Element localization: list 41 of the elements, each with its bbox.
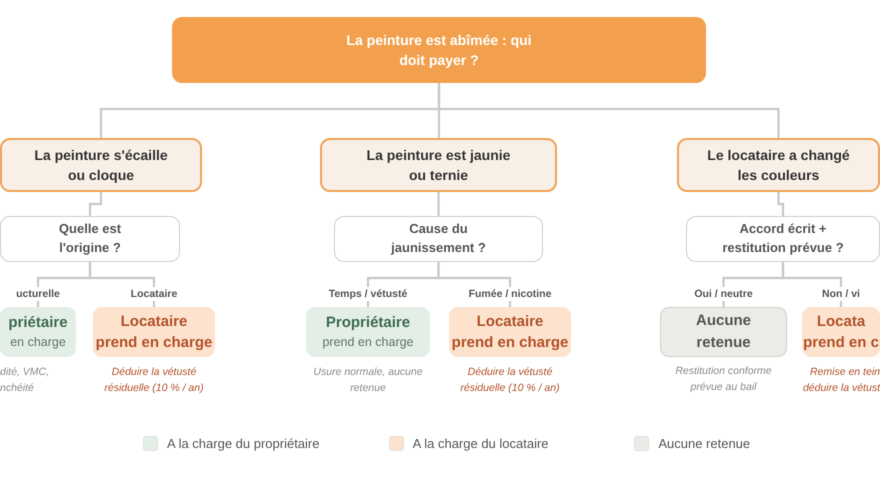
note-text: Restitution conforme prévue au bail [674,364,773,395]
node-title: Locataire [476,312,544,332]
title-box [172,17,706,83]
node-subtitle: prend en charge [322,334,414,352]
node-title: Propriétaire [326,313,410,334]
note-text: Déduire la vétusté résiduelle (10 % / an) [103,365,205,396]
node-subtitle: prend en charge [96,333,212,354]
node-title: Aucune retenue [694,311,752,353]
node-title: Le locataire a changé les couleurs [706,146,851,185]
node-title: Locata [816,312,866,332]
node-title: La peinture est abîmée : qui doit payer ? [345,30,533,70]
node-title: priétaire [8,313,68,334]
node-subtitle: prend en charge [452,333,568,354]
connector-line [88,192,102,216]
category-box [677,138,880,192]
question-box [686,216,880,262]
connector-line [437,262,512,307]
legend-text: Aucune retenue [658,436,750,451]
connector-line [438,83,780,138]
node-title: Cause du jaunissement ? [390,220,487,257]
note-text: Déduire la vétusté résiduelle (10 % / an) [459,365,561,396]
legend-text: A la charge du locataire [412,436,549,451]
node-title: Locataire [120,312,188,332]
category-box [0,138,202,192]
note-text: Usure normale, aucune retenue [312,365,424,396]
question-box [0,216,180,262]
connector-line [777,192,784,216]
question-box [334,216,543,262]
node-title: Quelle est l'origine ? [58,220,122,257]
note-text: dité, VMC, nchéité [0,365,50,396]
category-box [320,138,557,192]
connector-line [437,192,440,216]
connector-line [782,262,842,307]
legend-text: A la charge du propriétaire [167,436,320,451]
node-title: Accord écrit + restitution prévue ? [721,220,845,257]
node-title: La peinture s'écaille ou cloque [33,146,169,185]
node-subtitle: prend en c [803,333,879,354]
note-text: Remise en tein déduire la vétust [802,365,880,396]
connector-line [88,262,156,307]
node-subtitle: en charge [10,334,66,352]
node-title: La peinture est jaunie ou ternie [366,146,512,185]
